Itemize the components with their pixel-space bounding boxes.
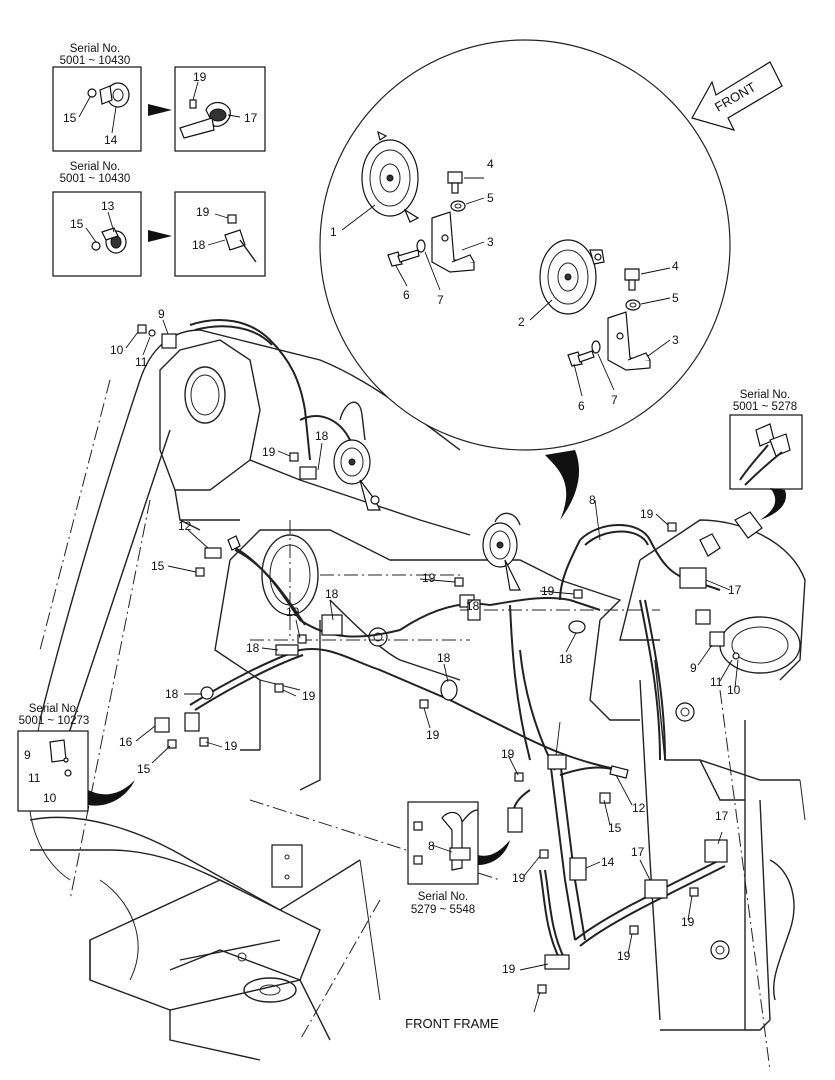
callout: 7 — [611, 393, 618, 407]
callout: 9 — [24, 748, 31, 762]
horn-mounted-left — [333, 439, 381, 511]
callout: 19 — [681, 915, 695, 929]
callout: 18 — [437, 651, 451, 665]
frame-hardware — [137, 324, 763, 994]
callout: 19 — [426, 728, 440, 742]
callout: 18 — [466, 599, 480, 613]
callout: 19 — [302, 689, 316, 703]
callout: 6 — [403, 288, 410, 302]
callout: 15 — [151, 559, 165, 573]
serial-inset-d: Serial No. 5001 ~ 10273 — [17, 703, 135, 812]
serial-range: 5279 ~ 5548 — [411, 904, 475, 916]
callout: 19 — [196, 205, 210, 219]
callout: 18 — [192, 238, 206, 252]
callout: 18 — [165, 687, 179, 701]
callout: 19 — [617, 949, 631, 963]
callout: 17 — [244, 111, 258, 125]
callout: 19 — [501, 747, 515, 761]
callout: 3 — [672, 333, 679, 347]
callout: 19 — [193, 70, 207, 84]
callout: 12 — [178, 519, 192, 533]
callout: 19 — [512, 871, 526, 885]
callout: 19 — [640, 507, 654, 521]
callout: 16 — [119, 735, 133, 749]
callout: 19 — [541, 584, 555, 598]
serial-inset-e: Serial No. 5279 ~ 5548 — [407, 801, 510, 916]
horn-detail-zoom — [319, 39, 731, 520]
callout: 15 — [137, 762, 151, 776]
callout: 3 — [487, 235, 494, 249]
callout: 15 — [63, 111, 77, 125]
callout-numbers: 15 14 19 17 15 13 19 18 1 2 3 3 4 4 5 5 … — [24, 70, 742, 976]
callout: 18 — [315, 429, 329, 443]
callout: 8 — [589, 493, 596, 507]
serial-title: Serial No. — [740, 389, 791, 401]
callout: 13 — [101, 199, 115, 213]
serial-range: 5001 ~ 10430 — [60, 55, 131, 67]
callout: 5 — [487, 191, 494, 205]
serial-title: Serial No. — [29, 703, 80, 715]
callout: 11 — [710, 675, 723, 689]
callout: 11 — [28, 771, 41, 785]
serial-range: 5001 ~ 5278 — [733, 401, 797, 413]
callout: 15 — [70, 217, 84, 231]
callout: 19 — [262, 445, 276, 459]
serial-inset-a: Serial No. 5001 ~ 10430 — [52, 43, 266, 152]
callout: 2 — [518, 315, 525, 329]
callout: 18 — [559, 652, 573, 666]
leader-lines — [78, 81, 739, 1013]
callout: 14 — [601, 855, 615, 869]
callout: 11 — [135, 355, 148, 369]
callout: 18 — [246, 641, 260, 655]
callout: 10 — [110, 343, 124, 357]
callout: 17 — [715, 809, 729, 823]
callout: 17 — [631, 845, 645, 859]
callout: 17 — [728, 583, 742, 597]
callout: 6 — [578, 399, 585, 413]
callout: 8 — [428, 839, 435, 853]
callout: 19 — [422, 571, 436, 585]
horn-mounted-right — [482, 512, 521, 591]
serial-title: Serial No. — [418, 891, 469, 903]
serial-title: Serial No. — [70, 43, 121, 55]
callout: 9 — [158, 307, 165, 321]
callout: 4 — [672, 259, 679, 273]
callout: 18 — [325, 587, 339, 601]
callout: 19 — [224, 739, 238, 753]
serial-inset-b: Serial No. 5001 ~ 10430 — [52, 161, 266, 277]
callout: 9 — [690, 661, 697, 675]
callout: 5 — [672, 291, 679, 305]
callout: 19 — [502, 962, 516, 976]
callout: 19 — [286, 605, 300, 619]
front-frame-structure — [28, 329, 806, 1071]
serial-range: 5001 ~ 10273 — [19, 715, 90, 727]
frame-title: FRONT FRAME — [405, 1016, 499, 1031]
callout: 14 — [104, 133, 118, 147]
callout: 12 — [632, 801, 646, 815]
callout: 10 — [43, 791, 57, 805]
callout: 10 — [727, 683, 741, 697]
serial-range: 5001 ~ 10430 — [60, 173, 131, 185]
front-arrow: FRONT — [691, 61, 783, 131]
serial-title: Serial No. — [70, 161, 121, 173]
callout: 7 — [437, 293, 444, 307]
callout: 15 — [608, 821, 622, 835]
callout: 4 — [487, 157, 494, 171]
serial-inset-c: Serial No. 5001 ~ 5278 — [729, 389, 803, 520]
callout: 1 — [330, 225, 337, 239]
